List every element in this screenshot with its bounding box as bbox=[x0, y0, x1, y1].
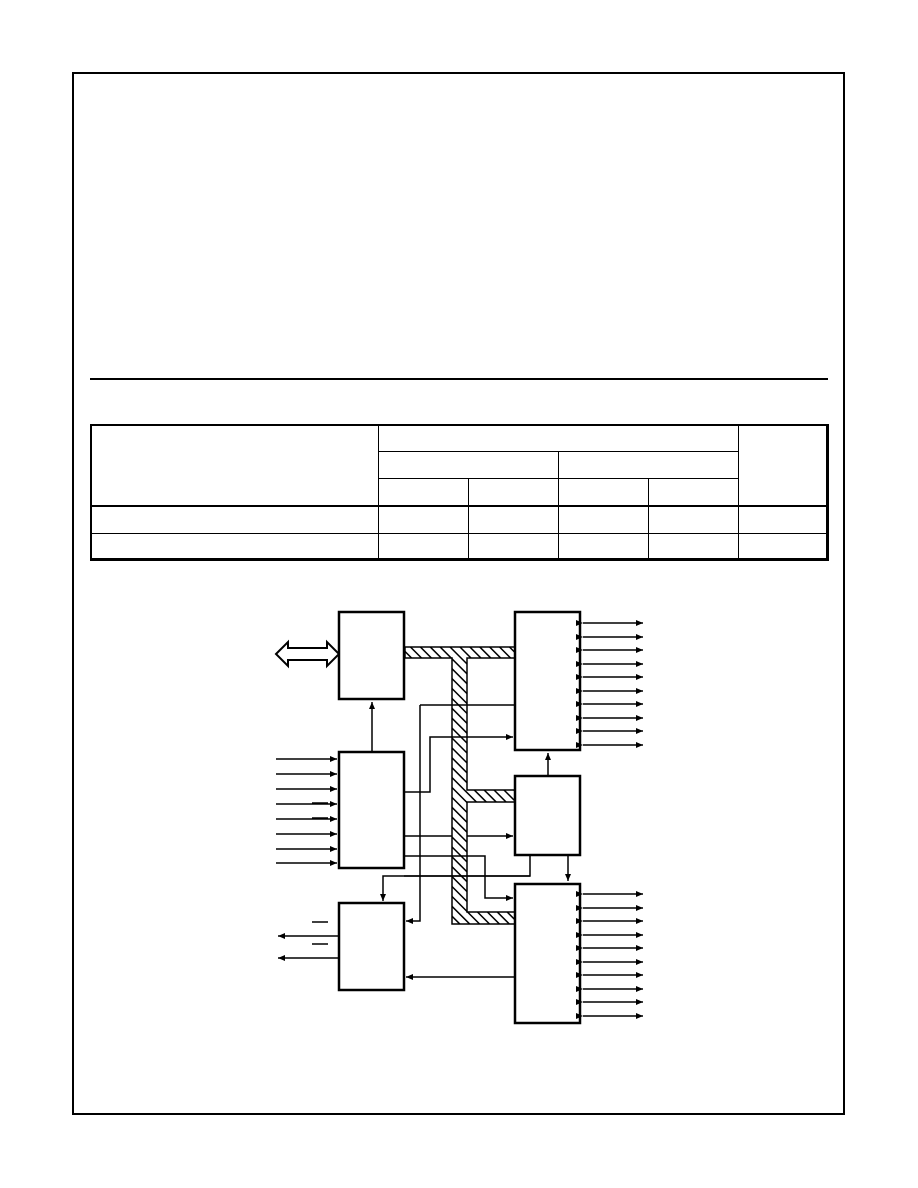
block-top-left bbox=[337, 610, 406, 701]
table-cell bbox=[738, 533, 829, 561]
port-lines-top bbox=[576, 620, 643, 748]
table-header-subgroup-a bbox=[378, 451, 559, 479]
data-bus-arrow bbox=[274, 639, 341, 669]
block-mid-left bbox=[337, 750, 406, 870]
table-cell bbox=[90, 533, 379, 561]
block-bottom-left bbox=[337, 901, 406, 992]
block-mid-right bbox=[513, 774, 582, 857]
spec-table bbox=[90, 424, 829, 561]
table-cell bbox=[558, 533, 649, 561]
internal-bus bbox=[404, 646, 516, 925]
port-lines-bottom bbox=[576, 891, 643, 1019]
table-header-cell bbox=[558, 478, 649, 507]
table-cell bbox=[648, 533, 739, 561]
table-header-cell bbox=[648, 478, 739, 507]
block-bottom-right bbox=[513, 882, 582, 1025]
table-header-parameter bbox=[90, 424, 379, 507]
table-header-subgroup-b bbox=[558, 451, 739, 479]
table-header-cell bbox=[468, 478, 559, 507]
table-cell bbox=[90, 505, 379, 534]
table-cell bbox=[648, 505, 739, 534]
table-row bbox=[90, 505, 829, 534]
block-top-right bbox=[513, 610, 582, 752]
signal-lines bbox=[276, 702, 571, 980]
table-header-row-3 bbox=[91, 478, 829, 507]
table-cell bbox=[468, 505, 559, 534]
table-header-row-2 bbox=[91, 451, 829, 479]
table-cell bbox=[378, 533, 469, 561]
table-header-row-1 bbox=[90, 424, 829, 507]
page-frame bbox=[72, 72, 845, 1115]
table-row bbox=[90, 533, 829, 561]
table-cell bbox=[468, 533, 559, 561]
table-header-cell bbox=[378, 478, 469, 507]
section-rule bbox=[90, 378, 828, 380]
